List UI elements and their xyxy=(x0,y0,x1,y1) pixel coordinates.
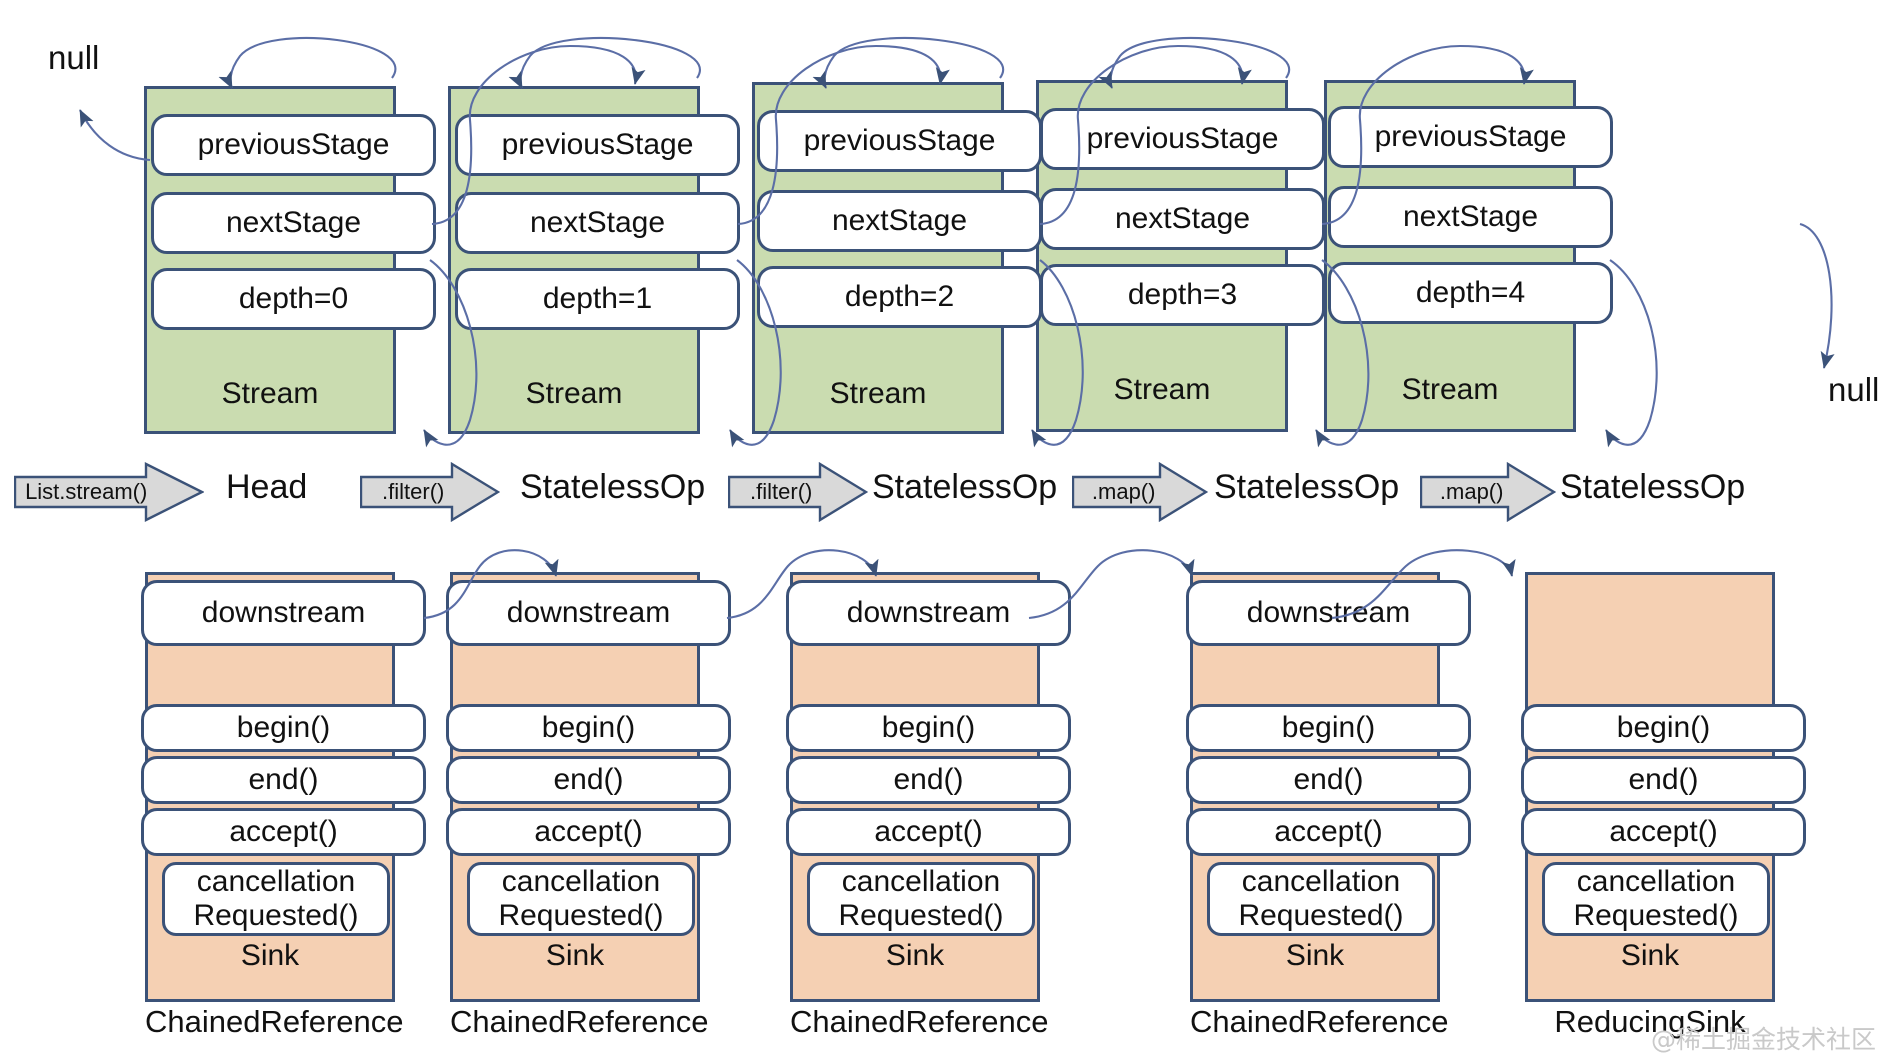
field-depth-1[interactable]: depth=1 xyxy=(455,268,740,330)
field-begin-2[interactable]: begin() xyxy=(786,704,1071,752)
stage-name-3: StatelessOp xyxy=(1214,468,1400,506)
field-previous-stage-0[interactable]: previousStage xyxy=(151,114,436,176)
field-end-4[interactable]: end() xyxy=(1521,756,1806,804)
sink-type-label-0: Sink xyxy=(240,939,300,972)
field-end-2[interactable]: end() xyxy=(786,756,1071,804)
field-accept-2[interactable]: accept() xyxy=(786,808,1071,856)
field-next-stage-4[interactable]: nextStage xyxy=(1328,186,1613,248)
field-end-3[interactable]: end() xyxy=(1186,756,1471,804)
null-label-left: null xyxy=(48,39,100,76)
sink-type-label-2: Sink xyxy=(885,939,945,972)
cancellation-line-2: Requested() xyxy=(498,899,664,932)
cancellation-line-2: Requested() xyxy=(838,899,1004,932)
field-accept-3[interactable]: accept() xyxy=(1186,808,1471,856)
cancellation-line-1: cancellation xyxy=(1576,865,1736,899)
stream-type-label-0: Stream xyxy=(221,377,319,410)
field-accept-0[interactable]: accept() xyxy=(141,808,426,856)
stage-name-4: StatelessOp xyxy=(1560,468,1746,506)
stream-type-label-4: Stream xyxy=(1401,373,1499,406)
cancellation-line-2: Requested() xyxy=(1573,899,1739,932)
field-cancellation-requested-3[interactable]: cancellation Requested() xyxy=(1207,862,1435,936)
cancellation-line-1: cancellation xyxy=(1241,865,1401,899)
field-begin-0[interactable]: begin() xyxy=(141,704,426,752)
sink-type-label-4: Sink xyxy=(1620,939,1680,972)
stream-type-label-3: Stream xyxy=(1113,373,1211,406)
sink-class-label-0: ChainedReference xyxy=(145,1004,404,1039)
field-cancellation-requested-0[interactable]: cancellation Requested() xyxy=(162,862,390,936)
sink-type-label-3: Sink xyxy=(1285,939,1345,972)
stage-name-0: Head xyxy=(226,468,308,506)
stream-type-label-2: Stream xyxy=(829,377,927,410)
operation-arrow-3[interactable]: .map() xyxy=(1072,462,1208,522)
field-next-stage-3[interactable]: nextStage xyxy=(1040,188,1325,250)
sink-class-label-4: ReducingSink xyxy=(1554,1004,1746,1039)
cancellation-line-1: cancellation xyxy=(841,865,1001,899)
field-next-stage-0[interactable]: nextStage xyxy=(151,192,436,254)
field-next-stage-2[interactable]: nextStage xyxy=(757,190,1042,252)
operation-arrow-0[interactable]: List.stream() xyxy=(14,462,204,522)
field-depth-3[interactable]: depth=3 xyxy=(1040,264,1325,326)
field-downstream-3[interactable]: downstream xyxy=(1186,580,1471,646)
field-downstream-0[interactable]: downstream xyxy=(141,580,426,646)
field-previous-stage-3[interactable]: previousStage xyxy=(1040,108,1325,170)
field-cancellation-requested-1[interactable]: cancellation Requested() xyxy=(467,862,695,936)
stage-name-1: StatelessOp xyxy=(520,468,706,506)
field-accept-1[interactable]: accept() xyxy=(446,808,731,856)
field-cancellation-requested-4[interactable]: cancellation Requested() xyxy=(1542,862,1770,936)
cancellation-line-1: cancellation xyxy=(196,865,356,899)
null-label-right: null xyxy=(1828,371,1880,408)
cancellation-line-2: Requested() xyxy=(1238,899,1404,932)
stream-type-label-1: Stream xyxy=(525,377,623,410)
field-previous-stage-4[interactable]: previousStage xyxy=(1328,106,1613,168)
field-depth-2[interactable]: depth=2 xyxy=(757,266,1042,328)
field-end-1[interactable]: end() xyxy=(446,756,731,804)
field-downstream-2[interactable]: downstream xyxy=(786,580,1071,646)
field-begin-1[interactable]: begin() xyxy=(446,704,731,752)
sink-class-label-3: ChainedReference xyxy=(1190,1004,1449,1039)
field-end-0[interactable]: end() xyxy=(141,756,426,804)
field-previous-stage-2[interactable]: previousStage xyxy=(757,110,1042,172)
field-cancellation-requested-2[interactable]: cancellation Requested() xyxy=(807,862,1035,936)
field-depth-0[interactable]: depth=0 xyxy=(151,268,436,330)
cancellation-line-2: Requested() xyxy=(193,899,359,932)
field-accept-4[interactable]: accept() xyxy=(1521,808,1806,856)
field-depth-4[interactable]: depth=4 xyxy=(1328,262,1613,324)
sink-class-label-2: ChainedReference xyxy=(790,1004,1049,1039)
cancellation-line-1: cancellation xyxy=(501,865,661,899)
stage-name-2: StatelessOp xyxy=(872,468,1058,506)
field-begin-3[interactable]: begin() xyxy=(1186,704,1471,752)
field-begin-4[interactable]: begin() xyxy=(1521,704,1806,752)
watermark: @稀土掘金技术社区 xyxy=(1650,1025,1876,1054)
field-downstream-1[interactable]: downstream xyxy=(446,580,731,646)
operation-arrow-1[interactable]: .filter() xyxy=(360,462,500,522)
field-next-stage-1[interactable]: nextStage xyxy=(455,192,740,254)
field-previous-stage-1[interactable]: previousStage xyxy=(455,114,740,176)
operation-arrow-4[interactable]: .map() xyxy=(1420,462,1556,522)
operation-arrow-2[interactable]: .filter() xyxy=(728,462,868,522)
sink-type-label-1: Sink xyxy=(545,939,605,972)
sink-class-label-1: ChainedReference xyxy=(450,1004,709,1039)
